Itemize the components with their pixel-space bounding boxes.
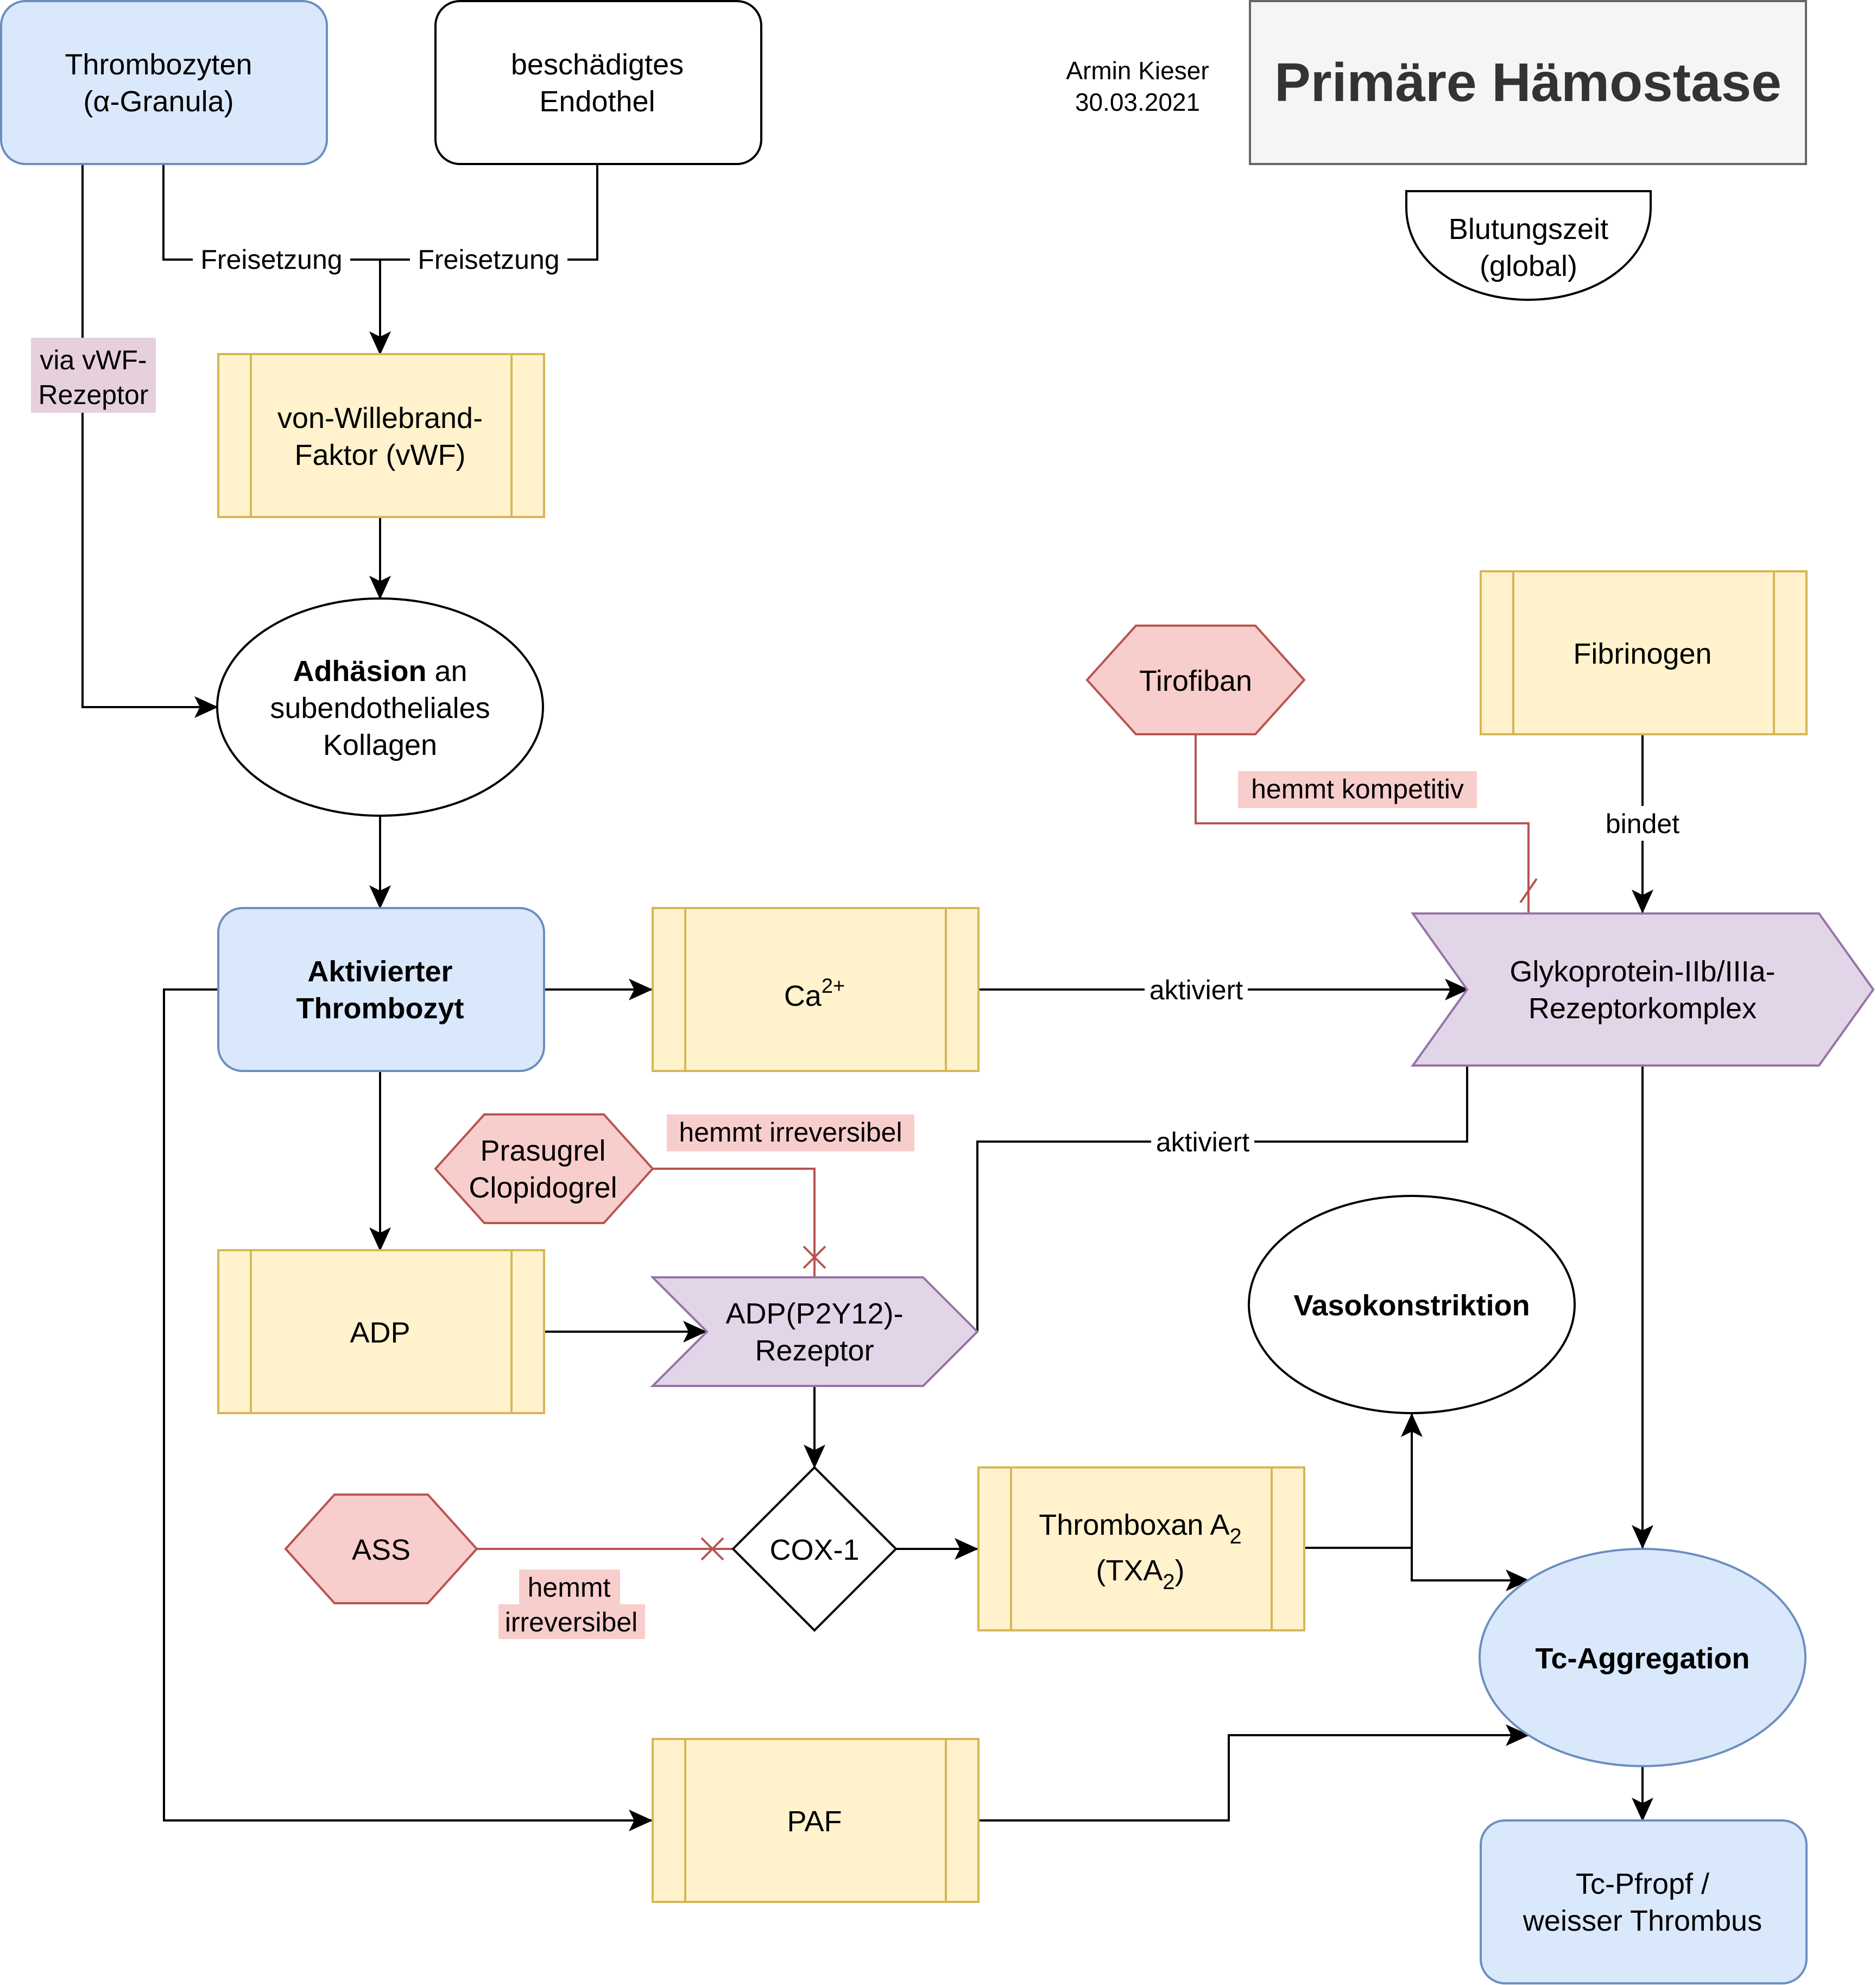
node-ca-base: Ca [784, 980, 822, 1012]
node-ass: ASS [284, 1494, 478, 1604]
node-txa2-sub2: 2 [1163, 1570, 1174, 1594]
node-tirofiban: Tirofiban [1085, 625, 1306, 735]
tee-tirofiban [1519, 878, 1538, 904]
node-adhaesion-line1: Adhäsion an [293, 655, 467, 688]
node-tc-aggregation-label: Tc-Aggregation [1536, 1642, 1750, 1675]
node-fibrinogen-label: Fibrinogen [1573, 638, 1711, 670]
node-glykoprotein-line2: Rezeptorkomplex [1528, 992, 1757, 1025]
node-glykoprotein-line1: Glykoprotein-IIb/IIIa- [1509, 955, 1775, 988]
node-endothel: beschädigtes Endothel [434, 0, 762, 165]
title-box [1249, 0, 1807, 165]
node-tc-aggregation: Tc-Aggregation [1479, 1548, 1806, 1767]
node-txa2-line2-open: (TXA [1096, 1554, 1163, 1587]
node-txa2-line2-close: ) [1175, 1554, 1185, 1587]
node-ca-label: Ca2+ [784, 975, 845, 1012]
node-adhaesion-line2: subendotheliales [270, 692, 490, 724]
node-glykoprotein: Glykoprotein-IIb/IIIa- Rezeptorkomplex [1411, 912, 1875, 1067]
node-tc-pfropf: Tc-Pfropf / weisser Thrombus [1480, 1819, 1808, 1984]
node-vwf: von-Willebrand- Faktor (vWF) [217, 353, 545, 518]
node-adhaesion-rest: an [426, 655, 467, 688]
edge-txa2-vasokonstriktion [1304, 1413, 1423, 1549]
node-tc-pfropf-line2: weisser Thrombus [1523, 1905, 1762, 1937]
node-fibrinogen: Fibrinogen [1480, 570, 1808, 735]
node-vasokonstriktion: Vasokonstriktion [1248, 1195, 1576, 1414]
node-paf-label: PAF [787, 1805, 842, 1838]
node-txa2-line1-text: Thromboxan A [1039, 1509, 1229, 1541]
node-ca: Ca2+ [652, 907, 980, 1072]
label-aktiviert-2: aktiviert [1156, 1127, 1249, 1157]
node-vwf-line2: Faktor (vWF) [295, 439, 466, 471]
node-aktivierter-line2: Thrombozyt [296, 992, 464, 1025]
node-prasugrel-line1: Prasugrel [480, 1135, 605, 1167]
label-hemmt-irreversibel-2-line2: irreversibel [505, 1607, 638, 1637]
node-ass-label: ASS [352, 1534, 410, 1566]
inhibition-edges [477, 734, 1538, 1561]
edge-labels: Freisetzung Freisetzung via vWF- Rezepto… [31, 242, 1689, 1639]
bleeding-time-line1: Blutungszeit [1449, 213, 1608, 245]
node-thrombozyten: Thrombozyten (α-Granula) [0, 0, 328, 165]
label-freisetzung-2: Freisetzung [418, 244, 559, 275]
page-title: Primäre Hämostase [1274, 52, 1782, 113]
node-tc-pfropf-line1: Tc-Pfropf / [1576, 1868, 1709, 1900]
node-thrombozyten-line1: Thrombozyten [65, 48, 252, 81]
label-hemmt-irreversibel-1: hemmt irreversibel [679, 1117, 902, 1148]
node-aktivierter: Aktivierter Thrombozyt [217, 907, 545, 1072]
node-vwf-line1: von-Willebrand- [277, 402, 483, 434]
node-adp-rezeptor: ADP(P2Y12)- Rezeptor [650, 1276, 979, 1387]
label-via-vwf-line2: Rezeptor [39, 380, 149, 410]
node-tirofiban-label: Tirofiban [1139, 665, 1252, 697]
edge-prasugrel-rezeptor [653, 1168, 816, 1277]
node-cox1: COX-1 [731, 1466, 898, 1632]
node-adhaesion-line3: Kollagen [323, 729, 437, 761]
node-adhaesion: Adhäsion an subendotheliales Kollagen [216, 597, 544, 817]
node-txa2-line2: (TXA2) [1096, 1554, 1184, 1594]
node-txa2-sub1: 2 [1229, 1524, 1241, 1548]
node-adp: ADP [217, 1249, 545, 1414]
label-hemmt-irreversibel-2-line1: hemmt [528, 1572, 611, 1603]
date-label: 30.03.2021 [1075, 88, 1200, 116]
node-adp-rezeptor-line2: Rezeptor [755, 1334, 874, 1367]
label-via-vwf-line1: via vWF- [40, 345, 147, 375]
header: Armin Kieser 30.03.2021 Primäre Hämostas… [1066, 0, 1807, 301]
node-thrombozyten-line2: (α-Granula) [83, 85, 233, 118]
node-txa2: Thromboxan A2 (TXA2) [977, 1466, 1305, 1631]
bleeding-time-shape [1405, 190, 1652, 301]
label-bindet: bindet [1606, 809, 1679, 839]
edge-tirofiban-glykoprotein [1195, 734, 1530, 912]
node-adhaesion-bold: Adhäsion [293, 655, 426, 688]
node-endothel-line2: Endothel [539, 85, 655, 118]
node-cox1-label: COX-1 [769, 1534, 859, 1566]
node-txa2-line1: Thromboxan A2 [1039, 1509, 1241, 1548]
edge-paf-aggregation [977, 1724, 1530, 1822]
node-ca-sup: 2+ [822, 975, 845, 998]
bleeding-time-line2: (global) [1480, 250, 1577, 282]
cross-ass-b [700, 1537, 724, 1561]
cross-prasugrel-b [803, 1245, 826, 1269]
label-aktiviert-1: aktiviert [1149, 975, 1243, 1005]
author-name: Armin Kieser [1066, 56, 1209, 85]
node-adp-rezeptor-line1: ADP(P2Y12)- [725, 1297, 903, 1330]
node-paf: PAF [652, 1738, 980, 1903]
label-freisetzung-1: Freisetzung [200, 244, 342, 275]
edge-aktivierter-paf [163, 988, 653, 1831]
node-endothel-line1: beschädigtes [511, 48, 684, 81]
node-prasugrel-line2: Clopidogrel [469, 1171, 617, 1204]
node-prasugrel: Prasugrel Clopidogrel [434, 1113, 654, 1224]
label-hemmt-kompetitiv: hemmt kompetitiv [1251, 774, 1464, 804]
node-aktivierter-line1: Aktivierter [307, 955, 452, 988]
node-adp-label: ADP [350, 1316, 410, 1349]
node-vasokonstriktion-label: Vasokonstriktion [1293, 1289, 1530, 1322]
edge-txa2-aggregation [1411, 1548, 1530, 1591]
